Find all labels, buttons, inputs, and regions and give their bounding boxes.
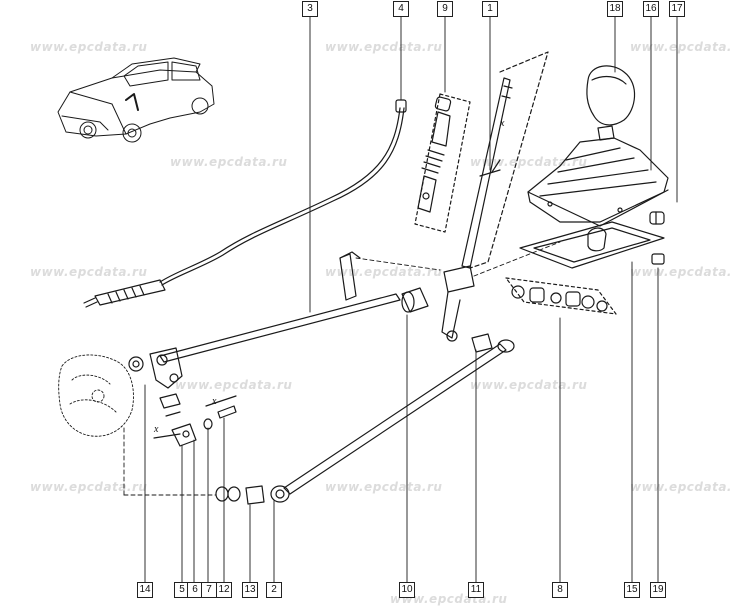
dimension-x-small: x [212, 396, 217, 407]
bush-set-8 [505, 277, 617, 315]
link-parts [153, 393, 237, 447]
watermark: www.epcdata.ru [470, 378, 588, 392]
callout-16[interactable]: 16 [643, 1, 659, 17]
watermark: www.epcdata.ru [325, 265, 443, 279]
clip-19 [651, 253, 665, 265]
callout-7[interactable]: 7 [201, 582, 217, 598]
gear-lever [441, 51, 549, 342]
callout-18[interactable]: 18 [607, 1, 623, 17]
watermark: www.epcdata.ru [325, 40, 443, 54]
boot-cover-plate [519, 221, 665, 269]
watermark: www.epcdata.ru [30, 480, 148, 494]
callout-12[interactable]: 12 [216, 582, 232, 598]
callout-15[interactable]: 15 [624, 582, 640, 598]
callout-14[interactable]: 14 [137, 582, 153, 598]
callout-3[interactable]: 3 [302, 1, 318, 17]
gearbox-arm-14 [128, 356, 144, 372]
gear-boot [527, 137, 669, 227]
callout-9[interactable]: 9 [437, 1, 453, 17]
watermark: www.epcdata.ru [30, 40, 148, 54]
boot-clip-17 [649, 211, 665, 225]
speedometer-cable [83, 99, 407, 308]
callout-19[interactable]: 19 [650, 582, 666, 598]
selector-plunger-assembly [414, 93, 471, 233]
leader-lines-top [309, 15, 678, 313]
callout-4[interactable]: 4 [393, 1, 409, 17]
dimension-x-left: x [154, 424, 159, 435]
dimension-x-upper: x [500, 118, 505, 129]
control-rod [270, 339, 515, 503]
watermark: www.epcdata.ru [470, 155, 588, 169]
watermark: www.epcdata.ru [630, 265, 732, 279]
selector-rod [149, 251, 401, 389]
gearbox-housing [58, 354, 134, 437]
callout-2[interactable]: 2 [266, 582, 282, 598]
callout-10[interactable]: 10 [399, 582, 415, 598]
callout-17[interactable]: 17 [669, 1, 685, 17]
bush-11 [471, 333, 493, 353]
callout-8[interactable]: 8 [552, 582, 568, 598]
assembly-dashes [123, 241, 561, 496]
gear-knob [586, 65, 636, 141]
bush-stack [215, 485, 265, 505]
watermark: www.epcdata.ru [630, 40, 732, 54]
watermark: www.epcdata.ru [30, 265, 148, 279]
car-illustration [57, 57, 215, 143]
callout-13[interactable]: 13 [242, 582, 258, 598]
callout-1[interactable]: 1 [482, 1, 498, 17]
bush-10 [401, 287, 429, 313]
watermark: www.epcdata.ru [630, 480, 732, 494]
watermark: www.epcdata.ru [175, 378, 293, 392]
watermark: www.epcdata.ru [325, 480, 443, 494]
callout-11[interactable]: 11 [468, 582, 484, 598]
leader-lines-bottom [144, 261, 659, 583]
watermark: www.epcdata.ru [170, 155, 288, 169]
